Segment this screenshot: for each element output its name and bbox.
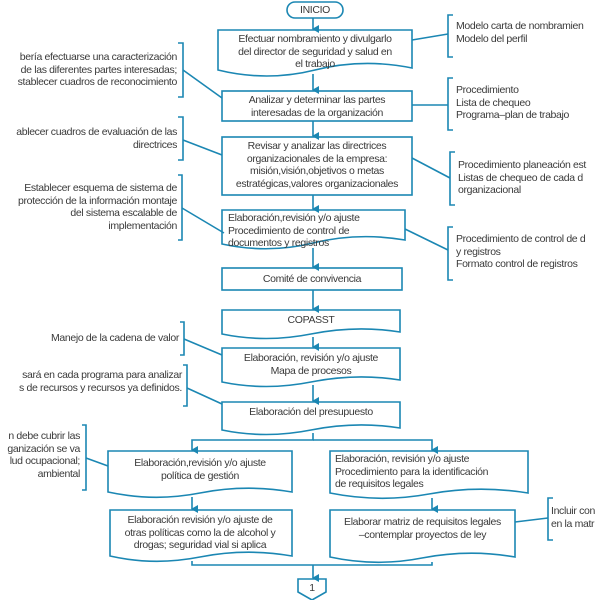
start-label: INICIO bbox=[300, 4, 330, 16]
step2-label: Analizar y determinar las partes interes… bbox=[248, 94, 386, 119]
note-right-5: Incluir con en la matr bbox=[551, 505, 596, 530]
step8-label: Elaboración del presupuesto bbox=[249, 406, 373, 418]
start-terminator bbox=[286, 1, 344, 19]
step4-shape bbox=[221, 209, 406, 250]
step7-label: Elaboración, revisión y/o ajuste Mapa de… bbox=[243, 352, 379, 377]
flow-arrows bbox=[191, 18, 438, 582]
note-left-5: sará en cada programa para analizar s de… bbox=[19, 369, 182, 394]
connector-label: 1 bbox=[309, 582, 315, 594]
note-left-1: bería efectuarse una caracterización de … bbox=[17, 51, 178, 88]
note-left-4: Manejo de la cadena de valor bbox=[51, 332, 179, 344]
right2-shape bbox=[329, 509, 516, 564]
step1-label: Efectuar nombramiento y divulgarlo del d… bbox=[238, 33, 392, 70]
left1-label: Elaboración,revisión y/o ajuste política… bbox=[134, 457, 266, 482]
step8-shape bbox=[221, 401, 401, 436]
note-left-6: n debe cubrir las ganización se va lud o… bbox=[7, 430, 80, 480]
step7-shape bbox=[221, 347, 401, 388]
left-annotation-brackets bbox=[82, 42, 225, 491]
right1-shape bbox=[329, 450, 529, 500]
connector-shape bbox=[297, 578, 327, 600]
step4-label: Elaboración,revisión y/o ajuste Procedim… bbox=[228, 212, 360, 249]
note-left-2: ablecer cuadros de evaluación de las dir… bbox=[16, 126, 177, 151]
note-left-3: Establecer esquema de sistema de protecc… bbox=[18, 182, 177, 232]
step6-label: COPASST bbox=[287, 314, 335, 326]
note-right-3: Procedimiento planeación est Listas de c… bbox=[458, 159, 586, 196]
left2-shape bbox=[109, 509, 293, 563]
note-right-2: Procedimiento Lista de chequeo Programa–… bbox=[456, 84, 570, 121]
right-annotation-brackets bbox=[404, 14, 553, 541]
step6-shape bbox=[221, 309, 401, 340]
note-right-4: Procedimiento de control de d y registro… bbox=[456, 233, 586, 270]
step5-label: Comité de convivencia bbox=[262, 273, 362, 285]
step3-label: Revisar y analizar las directrices organ… bbox=[235, 140, 399, 190]
step1-shape bbox=[217, 29, 413, 77]
note-right-1: Modelo carta de nombramien Modelo del pe… bbox=[456, 20, 584, 45]
left2-label: Elaboración revisión y/o ajuste de otras… bbox=[124, 514, 276, 551]
left1-shape bbox=[107, 450, 293, 499]
right1-label: Elaboración, revisión y/o ajuste Procedi… bbox=[335, 453, 489, 490]
right2-label: Elaborar matriz de requisitos legales –c… bbox=[344, 516, 501, 541]
